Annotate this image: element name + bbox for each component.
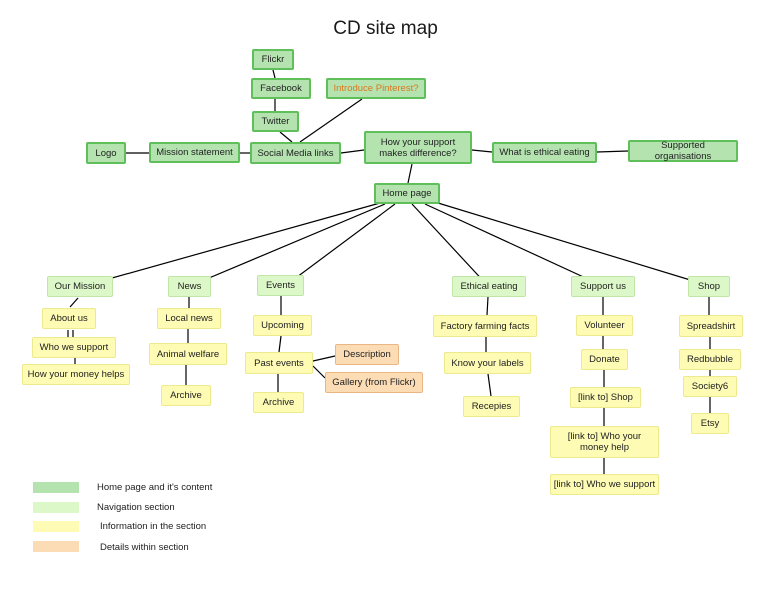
edge bbox=[486, 296, 489, 316]
node-redbubble: Redbubble bbox=[679, 349, 741, 370]
diagram-title: CD site map bbox=[333, 18, 438, 39]
node-introduce-pinterest: Introduce Pinterest? bbox=[326, 78, 426, 99]
legend-swatch-details bbox=[33, 541, 79, 552]
edge bbox=[411, 203, 489, 287]
edge bbox=[437, 202, 711, 287]
node-society6: Society6 bbox=[683, 376, 737, 397]
legend-label-home: Home page and it's content bbox=[97, 482, 213, 493]
node-how-your-money-helps: How your money helps bbox=[22, 364, 130, 385]
edge bbox=[407, 163, 413, 184]
edge bbox=[79, 202, 381, 288]
legend-label-information: Information in the section bbox=[100, 521, 207, 532]
edge bbox=[312, 365, 326, 379]
node-factory-farming-facts: Factory farming facts bbox=[433, 315, 537, 337]
node-news-archive: Archive bbox=[161, 385, 211, 406]
edge bbox=[278, 335, 282, 353]
node-home-page: Home page bbox=[374, 183, 440, 204]
edge bbox=[189, 203, 386, 287]
node-local-news: Local news bbox=[157, 308, 221, 329]
node-how-your-support: How your support makes difference? bbox=[364, 131, 472, 164]
edge bbox=[69, 297, 79, 308]
node-past-events: Past events bbox=[245, 352, 313, 374]
edge bbox=[284, 203, 396, 287]
edge bbox=[471, 149, 493, 153]
node-about-us: About us bbox=[42, 308, 96, 329]
node-logo: Logo bbox=[86, 142, 126, 164]
legend-swatch-home bbox=[33, 482, 79, 493]
node-link-to-who-your-money-help: [link to] Who your money help bbox=[550, 426, 659, 458]
node-etsy: Etsy bbox=[691, 413, 729, 434]
node-social-media-links: Social Media links bbox=[250, 142, 341, 164]
edge bbox=[424, 203, 604, 287]
node-gallery-from-flickr: Gallery (from Flickr) bbox=[325, 372, 423, 393]
edge bbox=[596, 150, 629, 153]
node-know-your-labels: Know your labels bbox=[444, 352, 531, 374]
node-events-archive: Archive bbox=[253, 392, 304, 413]
node-ethical-eating: Ethical eating bbox=[452, 276, 526, 297]
edge bbox=[299, 98, 363, 143]
node-mission-statement: Mission statement bbox=[149, 142, 240, 163]
legend-label-details: Details within section bbox=[100, 542, 189, 553]
node-volunteer: Volunteer bbox=[576, 315, 633, 336]
node-events: Events bbox=[257, 275, 304, 296]
node-what-is-ethical-eating: What is ethical eating bbox=[492, 142, 597, 163]
node-twitter: Twitter bbox=[252, 111, 299, 132]
node-upcoming: Upcoming bbox=[253, 315, 312, 336]
node-animal-welfare: Animal welfare bbox=[149, 343, 227, 365]
legend-label-navigation: Navigation section bbox=[97, 502, 175, 513]
node-supported-organisations: Supported organisations bbox=[628, 140, 738, 162]
legend-swatch-information bbox=[33, 521, 79, 532]
node-donate: Donate bbox=[581, 349, 628, 370]
edge bbox=[340, 149, 365, 154]
node-facebook: Facebook bbox=[251, 78, 311, 99]
edge bbox=[272, 69, 276, 79]
node-who-we-support: Who we support bbox=[32, 337, 116, 358]
edge bbox=[279, 131, 293, 143]
node-link-to-shop: [link to] Shop bbox=[570, 387, 641, 408]
node-our-mission: Our Mission bbox=[47, 276, 113, 297]
node-shop: Shop bbox=[688, 276, 730, 297]
node-recepies: Recepies bbox=[463, 396, 520, 417]
edge bbox=[487, 373, 492, 397]
node-flickr: Flickr bbox=[252, 49, 294, 70]
node-news: News bbox=[168, 276, 211, 297]
edge bbox=[312, 355, 336, 362]
node-link-to-who-we-support: [link to] Who we support bbox=[550, 474, 659, 495]
node-description: Description bbox=[335, 344, 399, 365]
legend-swatch-navigation bbox=[33, 502, 79, 513]
node-support-us: Support us bbox=[571, 276, 635, 297]
node-spreadshirt: Spreadshirt bbox=[679, 315, 743, 337]
